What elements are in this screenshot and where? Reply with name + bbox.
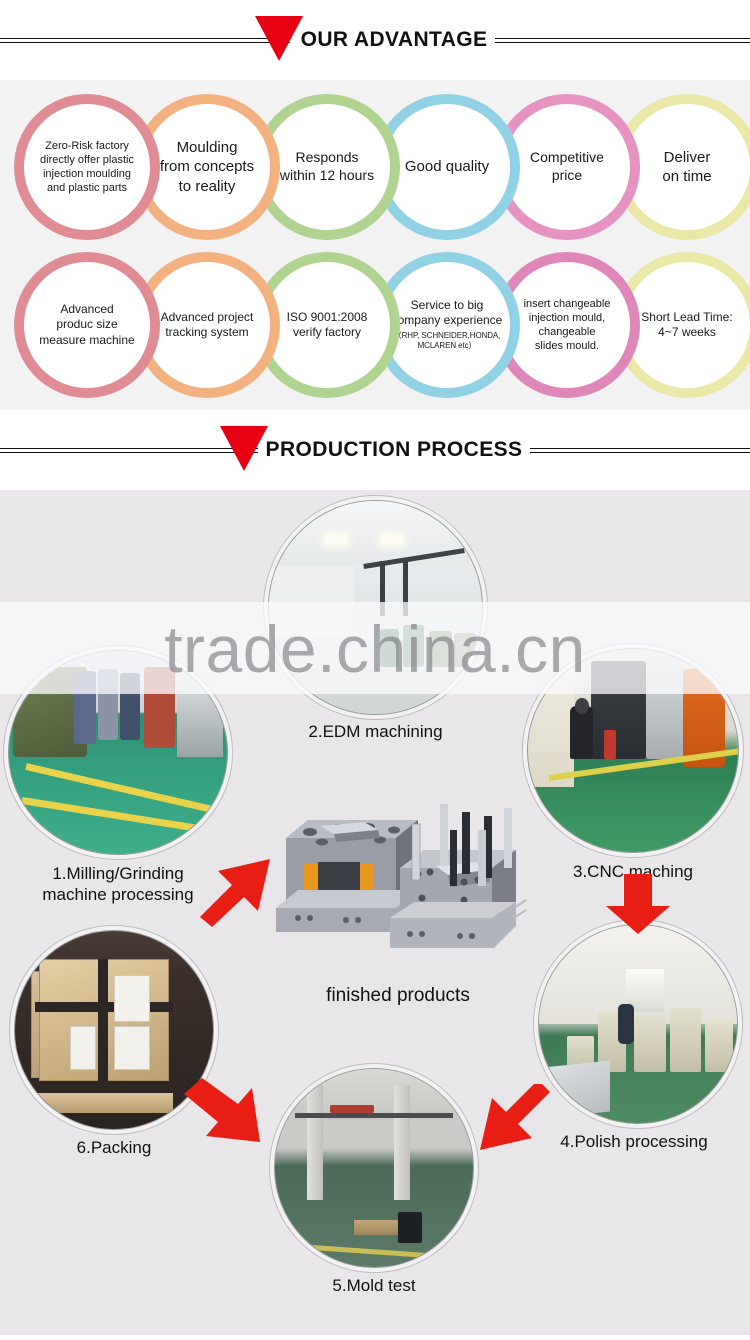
step-5-mold-caption: 5.Mold test (332, 1276, 416, 1295)
watermark-band (0, 602, 750, 694)
advantage-band: Zero-Risk factory directly offer plastic… (0, 80, 750, 410)
bubble-text-wrap: Moulding from concepts to reality (143, 138, 271, 196)
bubble-label: insert changeable injection mould, chang… (523, 297, 611, 353)
finished-products-caption: finished products (326, 985, 470, 1006)
finished-products-mould-image (268, 790, 530, 975)
bubble-text-wrap: Deliver on time (623, 148, 750, 186)
bubble-label: Competitive price (530, 149, 604, 183)
advantage-row-1: Zero-Risk factory directly offer plastic… (0, 92, 750, 242)
red-triangle-icon (254, 15, 303, 61)
red-triangle-icon (219, 425, 268, 471)
bubble-text-wrap: Advanced project tracking system (143, 310, 271, 341)
step-5-mold-photo (274, 1068, 474, 1268)
advantage-bubble: Advanced produc size measure machine (14, 252, 160, 398)
arrow-cnc-to-polish-icon (604, 874, 672, 936)
step-4-polish-caption: 4.Polish processing (560, 1132, 708, 1151)
header-rule-left (0, 448, 258, 453)
header-rule-right (528, 448, 750, 453)
header-rule-right (492, 38, 750, 43)
bubble-label: Advanced produc size measure machine (39, 301, 135, 347)
mold-test-workshop-image (275, 1069, 473, 1267)
process-band: 2.EDM machining 1.Milling/Grinding machi… (0, 490, 750, 1335)
bubble-text-wrap: ISO 9001:2008 verify factory (263, 310, 391, 341)
arrow-mold-to-packing-icon (182, 1078, 264, 1148)
process-section-header: PRODUCTION PROCESS (0, 410, 750, 490)
bubble-label: ISO 9001:2008 verify factory (286, 309, 368, 339)
bubble-text-wrap: Good quality (383, 157, 511, 176)
arrow-packing-to-finished-icon (198, 855, 278, 927)
step-6-packing-photo (14, 930, 214, 1130)
polish-workshop-image (539, 925, 737, 1123)
bubble-label: Short Lead Time: 4~7 weeks (641, 309, 733, 339)
bubble-label: Good quality (404, 158, 490, 176)
step-2-edm-caption: 2.EDM machining (308, 722, 443, 741)
header-rule-left (0, 38, 290, 43)
advantage-title: OUR ADVANTAGE (296, 28, 496, 52)
bubble-text-wrap: Service to big company experience （RHP, … (383, 298, 511, 352)
packing-crate-image (15, 931, 213, 1129)
bubble-label: Deliver on time (662, 148, 712, 185)
bubble-text-wrap: insert changeable injection mould, chang… (503, 297, 631, 353)
bubble-label: Advanced project tracking system (160, 309, 254, 339)
arrow-polish-to-mold-icon (472, 1084, 552, 1154)
step-6-packing-caption: 6.Packing (76, 1138, 152, 1157)
bubble-sublabel: （RHP, SCHNEIDER,HONDA, MCLAREN etc） (393, 330, 501, 351)
step-4-polish-photo (538, 924, 738, 1124)
bubble-text-wrap: Advanced produc size measure machine (23, 302, 151, 348)
bubble-text-wrap: Competitive price (503, 149, 631, 185)
bubble-label: Service to big company experience (391, 297, 503, 328)
bubble-text-wrap: Responds within 12 hours (263, 149, 391, 185)
bubble-text-wrap: Zero-Risk factory directly offer plastic… (23, 139, 151, 195)
bubble-label: Zero-Risk factory directly offer plastic… (40, 139, 134, 195)
process-title: PRODUCTION PROCESS (261, 438, 531, 462)
bubble-text-wrap: Short Lead Time: 4~7 weeks (623, 310, 750, 341)
bubble-label: Responds within 12 hours (279, 149, 375, 183)
advantage-bubble: Zero-Risk factory directly offer plastic… (14, 94, 160, 240)
advantage-row-2: Advanced produc size measure machine Adv… (0, 250, 750, 400)
bubble-label: Moulding from concepts to reality (159, 139, 255, 195)
advantage-section-header: OUR ADVANTAGE (0, 0, 750, 80)
step-1-milling-caption: 1.Milling/Grinding machine processing (42, 864, 194, 904)
